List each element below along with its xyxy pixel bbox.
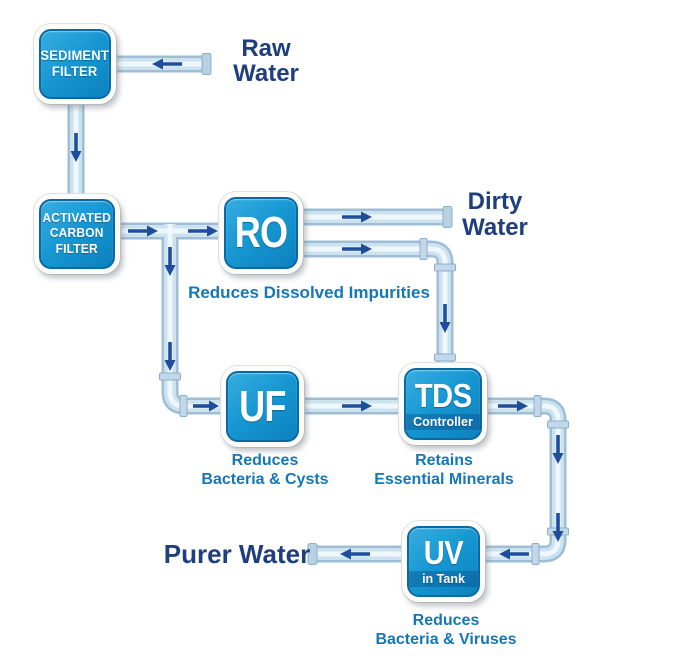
flow-arrow-right-icon [128,225,158,237]
node-label: RO [234,208,288,257]
flow-arrow-right-icon [188,225,218,237]
node-label: UV [423,534,464,571]
node-ro: RO [219,192,303,274]
flow-arrow-left-icon [152,58,182,70]
flow-arrow-down-icon [552,435,564,464]
flow-arrow-down-icon [70,133,82,162]
caption-ro: Reduces Dissolved Impurities [188,283,430,302]
flow-arrow-right-icon [342,211,372,223]
node-sediment-filter: SEDIMENT FILTER [34,24,116,104]
flow-arrow-right-icon [342,400,372,412]
flow-arrow-right-icon [193,400,219,412]
flow-arrow-right-icon [342,243,372,255]
node-sublabel: Controller [406,413,480,430]
node-activated-carbon-filter-face: ACTIVATED CARBON FILTER [39,199,115,269]
node-label: ACTIVATED CARBON FILTER [42,210,112,256]
pipe-end-caps [201,53,453,565]
pipe-collar [434,263,456,272]
pipe-collar [159,372,181,381]
flow-arrow-left-icon [340,548,370,560]
node-sublabel: in Tank [409,571,478,587]
pipe-collar [531,543,540,565]
node-tds-controller-face: TDS Controller [404,368,482,440]
flow-arrow-right-icon [498,400,528,412]
label-raw-water: Raw Water [233,35,299,87]
node-ro-face: RO [224,197,298,269]
pipe-collars [159,238,569,565]
node-uf-face: UF [226,371,299,442]
node-uf: UF [221,366,304,447]
pipe-collar [533,395,542,417]
label-dirty-water: Dirty Water [462,188,528,241]
flow-arrow-down-icon [164,342,176,371]
node-activated-carbon-filter: ACTIVATED CARBON FILTER [34,194,120,274]
caption-uv: Reduces Bacteria & Viruses [375,612,517,648]
flow-arrows [70,58,564,560]
pipe-collar [434,353,456,362]
node-label: SEDIMENT FILTER [40,47,110,80]
node-tds-controller: TDS Controller [399,363,487,445]
pipe-end-cap [307,543,318,565]
caption-tds: Retains Essential Minerals [374,452,514,488]
pipe-end-cap [442,206,453,228]
flow-arrow-down-icon [164,247,176,276]
node-uv-in-tank-face: UV in Tank [407,526,480,597]
pipe-collar [419,238,428,260]
node-uv-in-tank: UV in Tank [402,521,485,602]
flow-arrow-left-icon [499,548,529,560]
caption-uf: Reduces Bacteria & Cysts [201,452,329,488]
pipe-collar [179,395,188,417]
pipe-end-cap [201,53,212,75]
flow-arrow-down-icon [552,513,564,542]
pipe-collar [547,420,569,429]
node-sediment-filter-face: SEDIMENT FILTER [39,29,111,99]
flow-arrow-down-icon [439,304,451,333]
node-label: UF [239,381,286,431]
label-purer-water: Purer Water [163,539,311,569]
node-label: TDS [414,376,472,414]
